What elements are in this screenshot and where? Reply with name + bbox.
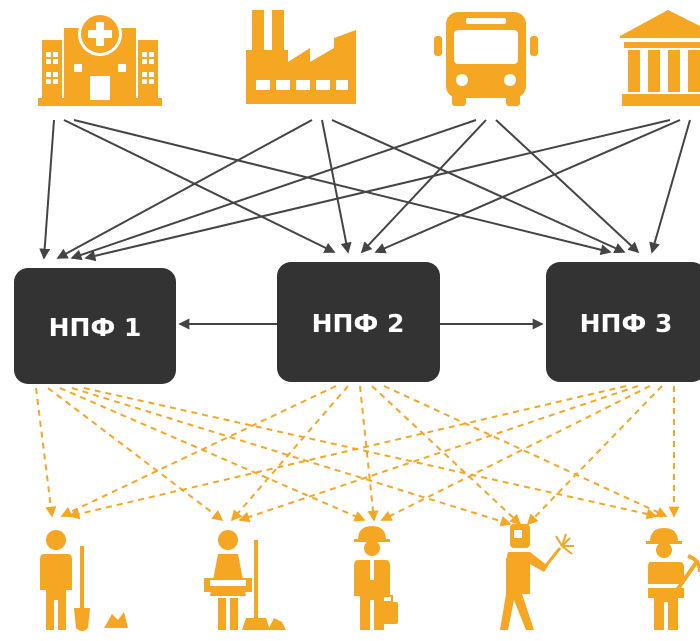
employer-to-fund-arrow (63, 119, 336, 253)
employer-to-fund-arrow (73, 119, 612, 256)
fund-to-worker-arrow (380, 385, 651, 521)
fund-to-worker-arrows (35, 385, 680, 527)
employer-to-fund-arrow (331, 119, 626, 254)
fund-box-1: НПФ 1 (14, 268, 176, 384)
fund-to-worker-arrow (526, 385, 663, 526)
employer-to-fund-arrow (360, 119, 487, 254)
employer-to-fund-arrow (39, 119, 55, 260)
employer-to-fund-arrow (495, 119, 640, 254)
employer-to-fund-arrow (374, 119, 681, 254)
fund-to-worker-arrow (47, 387, 224, 521)
employer-to-fund-arrow (84, 119, 671, 262)
fund-to-worker-arrow (68, 385, 627, 520)
employer-to-fund-arrow (321, 119, 352, 254)
janitor-worker-icon (40, 530, 128, 631)
fund-to-worker-arrow (359, 385, 379, 522)
factory-icon (246, 10, 356, 104)
fund-label-2: НПФ 2 (312, 309, 405, 338)
government-building-icon (620, 10, 700, 106)
fund-to-worker-arrow (230, 385, 349, 522)
fund-box-2: НПФ 2 (277, 262, 440, 382)
fund-to-worker-arrow (383, 385, 668, 518)
hospital-icon (38, 12, 162, 106)
fund-to-worker-arrow (83, 387, 658, 520)
fund-to-worker-arrow (371, 385, 522, 526)
fund-box-3: НПФ 3 (546, 262, 700, 382)
miner-worker-icon (646, 528, 700, 630)
employer-to-fund-arrow (56, 119, 313, 259)
employer-to-fund-arrow (70, 119, 477, 261)
employer-to-fund-arrow (649, 119, 691, 254)
bus-icon (434, 12, 538, 106)
fund-to-worker-arrow (238, 385, 639, 523)
fund-to-worker-arrow (59, 387, 366, 522)
welder-worker-icon (500, 524, 574, 630)
fund-to-worker-arrow (60, 385, 337, 517)
fund-to-worker-arrow (35, 387, 57, 518)
cleaner-worker-icon (204, 530, 286, 630)
fund-label-1: НПФ 1 (49, 313, 142, 342)
employer-to-fund-arrows (39, 119, 691, 330)
engineer-worker-icon (354, 526, 398, 630)
fund-label-3: НПФ 3 (580, 309, 673, 338)
